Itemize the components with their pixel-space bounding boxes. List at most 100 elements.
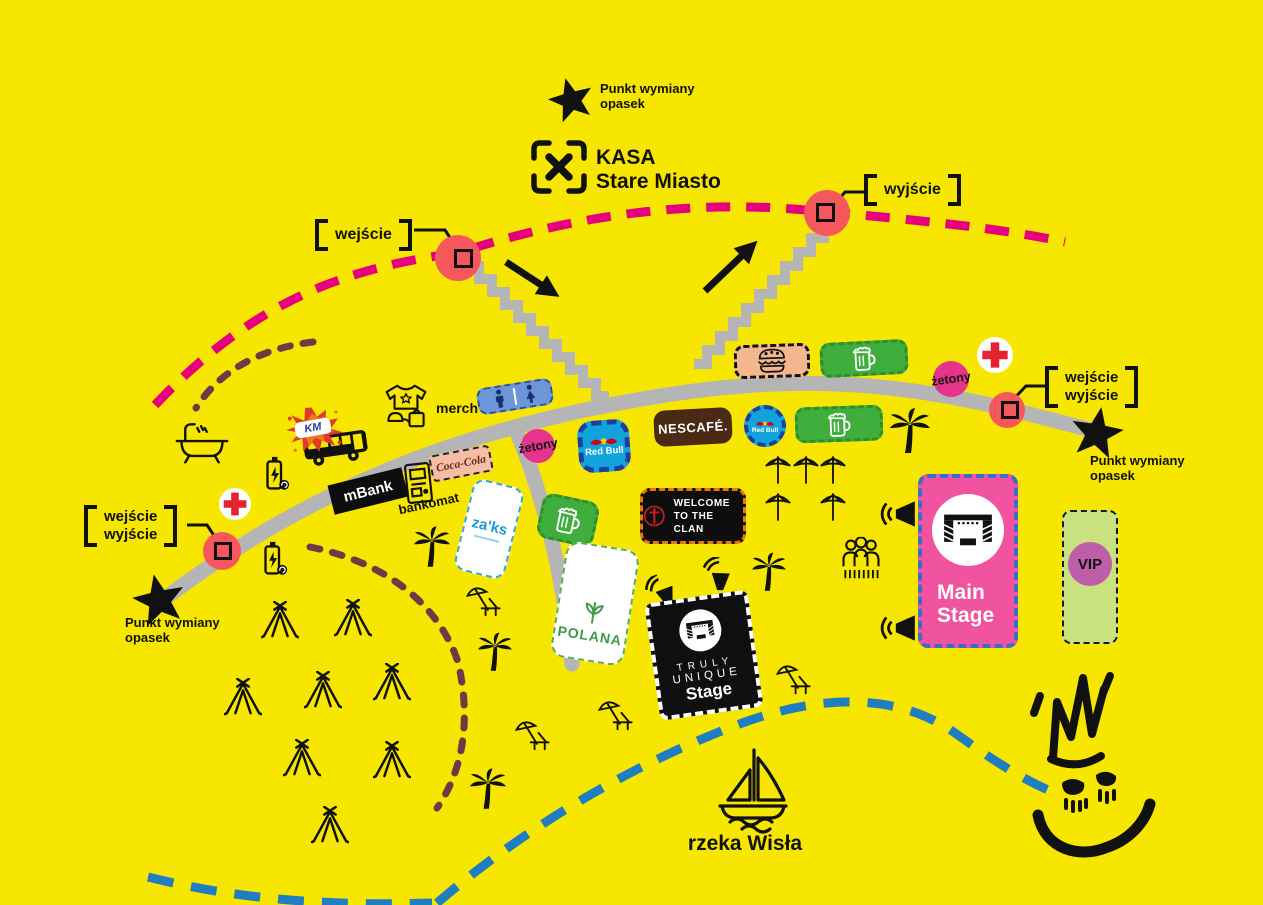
welcome-to-the-clan-box: WELCOME TO THE CLAN (640, 488, 746, 544)
first-aid-icon-east (976, 336, 1014, 374)
gate-square-icon (1001, 401, 1019, 419)
kasa-label: KASA Stare Miasto (596, 146, 721, 193)
sailboat-icon (718, 748, 788, 834)
speaker-icon (880, 498, 918, 530)
first-aid-icon-west (218, 487, 252, 521)
camp-boundary-upper (192, 338, 317, 412)
bracket-right (1125, 366, 1139, 408)
polana-text: POLANA (556, 622, 624, 649)
entrance-text: wejście (104, 508, 158, 526)
kasa-line2: Stare Miasto (596, 169, 721, 193)
redbull-text: Red Bull (751, 426, 779, 434)
wristband-point-label-west: Punkt wymiany opasek (125, 615, 220, 645)
toilet-woman-icon (523, 384, 537, 404)
truly-unique-stage-group: TRULY UNIQUE Stage (640, 559, 768, 725)
umbrella-icon (765, 492, 791, 522)
kasa-icon (531, 140, 587, 194)
arrow-southeast (504, 259, 560, 297)
bracket-left (315, 219, 328, 251)
tent-icon (334, 599, 372, 637)
stage-icon-circle (932, 494, 1004, 566)
entrance-text: wejście (1065, 369, 1119, 387)
exit-text: wyjście (884, 180, 941, 198)
entrance-label-north: wejście (315, 219, 412, 251)
redbull-text: Red Bull (584, 444, 624, 459)
exit-text: wyjście (1065, 387, 1119, 404)
main-stage-label: Main Stage (937, 581, 995, 627)
toilet-man-icon (493, 389, 507, 409)
stage-icon (943, 511, 993, 550)
vip-zone-box: VIP (1062, 510, 1118, 644)
merch-icon (381, 384, 431, 428)
tent-icon (304, 671, 342, 709)
vip-circle: VIP (1068, 542, 1112, 586)
beer-icon (552, 503, 583, 537)
stairs-east (694, 224, 829, 369)
stairs-west (466, 261, 609, 401)
redbull-stand-small: Red Bull (744, 405, 786, 447)
bracket-left (1045, 366, 1058, 408)
beach-chair-icon (466, 586, 502, 618)
tent-icon (373, 663, 411, 701)
tokens-text: żetony (517, 435, 559, 457)
welcome-line2: TO THE CLAN (673, 510, 714, 535)
palm-tree-icon (470, 768, 506, 810)
tent-icon (283, 739, 321, 777)
beer-icon (851, 344, 876, 372)
exit-label-north: wyjście (864, 174, 961, 206)
fence-boundary (151, 202, 1066, 409)
crowd-people-icon (838, 536, 884, 580)
charging-point-icon-2 (261, 540, 288, 578)
tent-icon (224, 678, 262, 716)
entrance-gate-marker-north (435, 235, 481, 281)
speaker-icon (880, 612, 918, 644)
cocacola-text: Coca-Cola (435, 452, 487, 475)
entrance-text: wejście (335, 225, 392, 243)
umbrella-icon (820, 492, 846, 522)
exit-text: wyjście (104, 526, 158, 543)
tent-icon (261, 601, 299, 639)
redbull-stand-large: Red Bull (576, 418, 632, 474)
nescafe-sponsor-box: NESCAFÉ. (653, 406, 733, 448)
gate-square-icon (214, 542, 232, 560)
kasa-line1: KASA (596, 146, 656, 169)
tent-icon (311, 806, 349, 844)
river-label: rzeka Wisła (687, 832, 803, 855)
shower-bathtub-icon (175, 420, 229, 464)
palm-tree-icon (414, 526, 450, 568)
bracket-right (398, 219, 412, 251)
entrance-exit-gate-marker-east (989, 392, 1025, 428)
camp-boundary-lower (306, 543, 468, 812)
crown-smiley-doodle (1030, 672, 1156, 858)
bracket-left (84, 505, 97, 547)
beer-icon (827, 410, 852, 438)
arrow-northeast (702, 240, 758, 294)
bracket-right (947, 174, 961, 206)
palm-tree-icon (478, 632, 512, 672)
palm-tree-icon (752, 552, 786, 592)
beach-chair-icon (776, 664, 812, 696)
food-burger-box (733, 342, 811, 380)
beach-chair-icon (515, 720, 551, 752)
umbrella-icon (793, 455, 819, 485)
nescafe-text: NESCAFÉ. (657, 417, 729, 437)
bracket-right (164, 505, 178, 547)
wristband-point-label-top: Punkt wymiany opasek (600, 81, 695, 111)
toilet-divider (512, 387, 518, 406)
palm-tree-icon (890, 408, 930, 454)
beer-box-center (794, 404, 884, 444)
clan-crest-icon (643, 504, 666, 528)
wristband-point-label-east: Punkt wymiany opasek (1090, 453, 1185, 483)
gate-square-icon (454, 249, 473, 268)
merch-label: merch (436, 400, 479, 416)
main-road (155, 375, 1106, 608)
vip-text: VIP (1077, 555, 1103, 573)
gate-square-icon (816, 203, 835, 222)
km-text: KM (303, 420, 323, 436)
mbank-text: mBank (341, 476, 395, 506)
stage-icon-circle (676, 606, 724, 654)
river-path-west (146, 872, 433, 905)
